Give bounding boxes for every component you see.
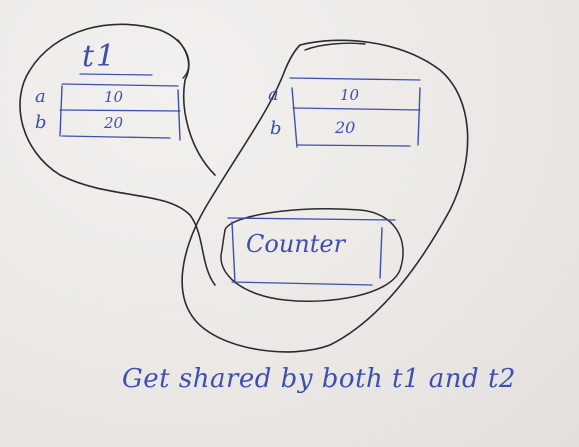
t2-field-b-value: 20 <box>335 118 356 137</box>
counter-box-right <box>379 227 383 279</box>
t1-left-bracket <box>59 85 63 137</box>
counter-outline <box>220 207 404 302</box>
t1-outline-top <box>159 29 216 176</box>
t1-outline <box>19 23 216 286</box>
counter-box-top <box>227 217 396 221</box>
t1-row-line-bottom <box>61 135 171 139</box>
t2-field-a-name: a <box>268 84 279 105</box>
t1-right-bracket <box>177 89 181 141</box>
t2-outline <box>181 39 469 353</box>
shared-note: Get shared by both t1 and t2 <box>122 364 516 394</box>
t2-row-line-bottom <box>296 144 411 147</box>
t2-outline-echo <box>304 42 366 51</box>
t2-right-bracket <box>417 87 421 146</box>
t2-left-bracket <box>291 87 298 148</box>
t2-row-line-top <box>289 77 421 81</box>
t1-outline-fold <box>177 39 190 79</box>
t1-field-a-value: 10 <box>104 88 124 106</box>
t1-row-line-mid <box>59 109 181 112</box>
t1-field-b-name: b <box>35 112 47 133</box>
counter-box-bottom <box>231 281 373 286</box>
t1-field-a-name: a <box>35 86 46 107</box>
t2-field-a-value: 10 <box>340 86 360 104</box>
t2-field-b-name: b <box>270 118 282 139</box>
counter-label: Counter <box>246 230 346 258</box>
t1-label-underline <box>79 73 153 76</box>
t2-row-line-mid <box>292 107 421 111</box>
counter-box-left <box>231 221 236 284</box>
t1-label: t1 <box>82 39 118 74</box>
t1-field-b-value: 20 <box>104 114 124 132</box>
t1-row-line-top <box>61 83 179 87</box>
